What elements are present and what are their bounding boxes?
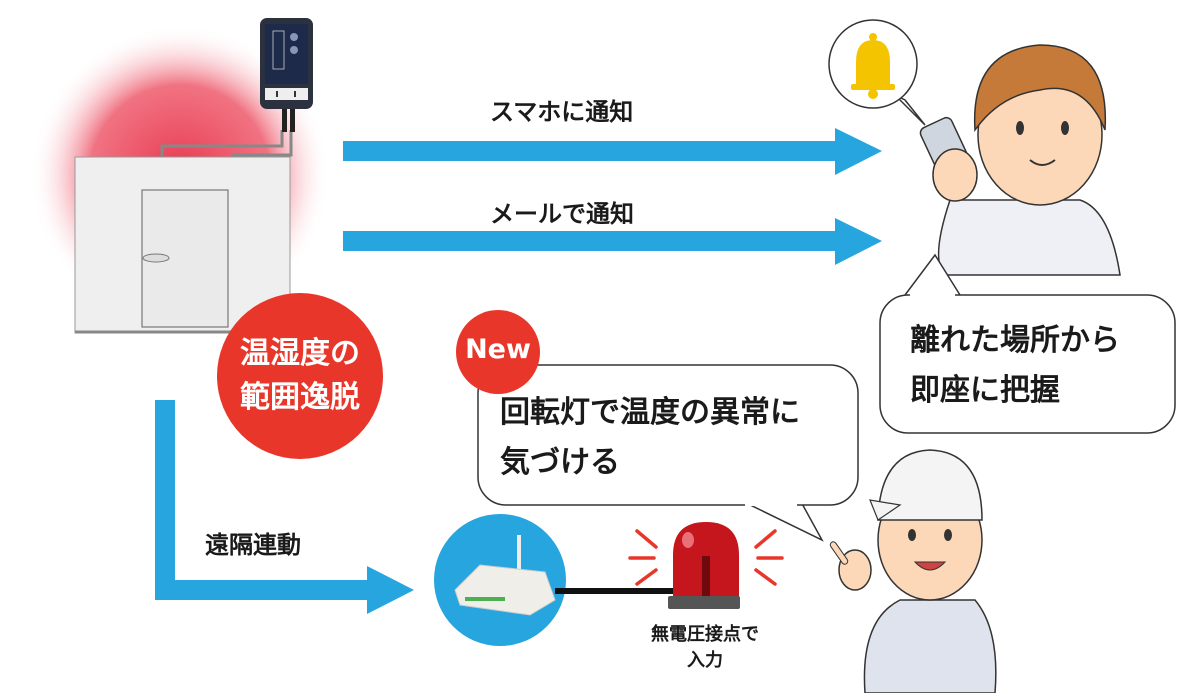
right-bubble-line-2: 即座に把握 [910, 373, 1060, 408]
right-speech-bubble [879, 253, 1176, 434]
sensor-device-icon [260, 18, 313, 132]
contact-input-line-2: 入力 [687, 650, 723, 671]
arrow-remote-link [155, 400, 414, 614]
contact-input-label: 無電圧接点で 入力 [620, 622, 790, 674]
mail-notify-label: メールで通知 [490, 200, 634, 228]
field-worker-illustration [829, 449, 997, 693]
alert-line-2: 範囲逸脱 [240, 380, 360, 415]
cold-room-icon [74, 130, 293, 334]
bell-bubble [828, 19, 926, 126]
remote-link-label: 遠隔連動 [205, 531, 301, 559]
right-bubble-text: 離れた場所から 即座に把握 [910, 316, 1120, 416]
center-bubble-line-2: 気づける [500, 445, 620, 480]
right-bubble-line-1: 離れた場所から [910, 323, 1120, 358]
arrow-smartphone [343, 128, 882, 175]
contact-input-line-1: 無電圧接点で [651, 624, 759, 645]
connection-cable [555, 588, 685, 594]
office-worker-illustration [919, 44, 1121, 276]
alert-circle [217, 293, 383, 459]
new-badge [456, 310, 540, 394]
arrow-mail [343, 218, 882, 265]
center-bubble-line-1: 回転灯で温度の異常に [500, 395, 800, 430]
smartphone-notify-label: スマホに通知 [490, 98, 634, 126]
center-speech-bubble [477, 364, 859, 542]
alert-line-1: 温湿度の [240, 336, 360, 371]
bell-icon [851, 33, 895, 99]
alert-circle-text: 温湿度の 範囲逸脱 [217, 332, 383, 420]
gateway-device-icon [434, 514, 566, 646]
rotating-beacon-icon [628, 522, 784, 609]
center-bubble-text: 回転灯で温度の異常に 気づける [500, 388, 800, 488]
new-badge-label: New [465, 334, 531, 365]
